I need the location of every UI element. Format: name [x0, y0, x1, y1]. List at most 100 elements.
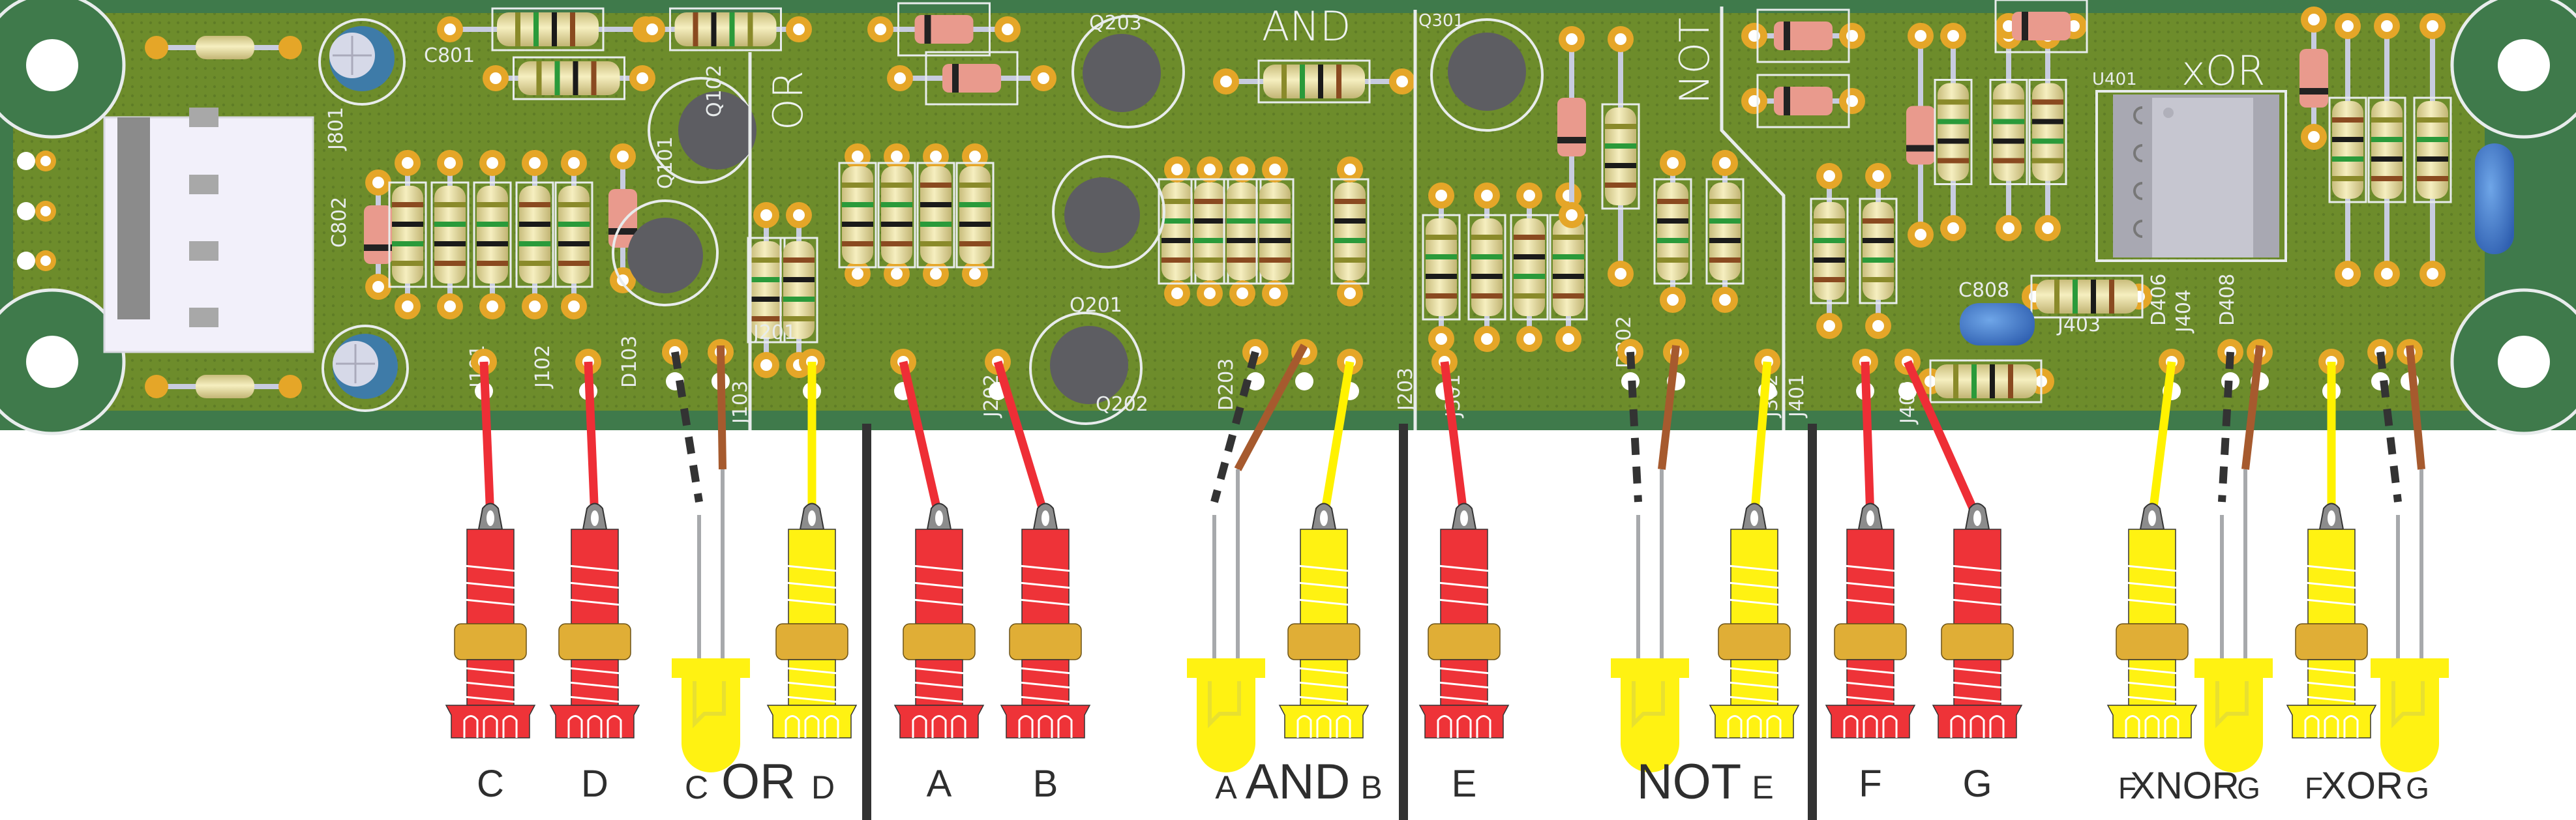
section-title-or: OR [764, 70, 812, 130]
output-jack-f-xnor-g [2106, 503, 2198, 739]
wire-g [1904, 360, 1981, 520]
resistor [838, 143, 877, 287]
refdes-j801: J801 [325, 107, 348, 151]
resistor [483, 56, 655, 100]
led-a-and-b-led [1187, 469, 1265, 772]
resistor [1510, 183, 1549, 352]
diode [867, 2, 1021, 57]
label-and-operand-right: B [1360, 769, 1382, 806]
label-f-xor-g: F XOR G [2305, 765, 2429, 807]
output-jack-a-and-b [1278, 503, 1370, 739]
label-d: D [581, 763, 608, 805]
led-dome [2204, 678, 2263, 772]
refdes-q101: Q101 [654, 136, 677, 189]
label-not-operator: NOT [1637, 754, 1741, 810]
resistor [877, 143, 916, 287]
jack-nut [775, 623, 848, 660]
label-f: F [1859, 763, 1881, 805]
led-anode-wire [2406, 345, 2425, 470]
label-xnor-operator: XNOR [2130, 765, 2239, 807]
section-title-not: NOT [1671, 18, 1718, 104]
refdes-d408: D408 [2216, 274, 2239, 326]
refdes-d406: D406 [2148, 274, 2170, 326]
resistor [1705, 150, 1745, 313]
wire-not-e [1750, 361, 1772, 519]
mounting-hole-bottom-right [2450, 288, 2576, 435]
jack-nut [1718, 623, 1791, 660]
resistor [554, 150, 593, 319]
resistor [1330, 156, 1370, 306]
diode [1557, 26, 1586, 228]
jack-base [1278, 705, 1370, 739]
diode [1741, 74, 1865, 128]
label-xor-operand-right: G [2406, 771, 2429, 805]
led-flange [672, 658, 750, 678]
header-pins [17, 151, 56, 271]
diode [887, 51, 1056, 106]
divider-or-and [862, 424, 871, 820]
wire-d [584, 361, 599, 519]
capacitor-c801-body [318, 18, 406, 106]
led-cathode-wire [2376, 351, 2402, 503]
led-cathode-wire [2218, 351, 2234, 503]
jack-nut [2295, 623, 2368, 660]
input-jack-b [1000, 503, 1091, 739]
resistor [1223, 156, 1262, 306]
label-or-operand-right: D [811, 769, 835, 806]
wire-b [993, 360, 1050, 520]
resistor [1934, 23, 1973, 241]
label-xnor-operand-right: G [2237, 771, 2260, 805]
led-cathode-wire [1210, 351, 1259, 503]
label-b: B [1033, 763, 1058, 805]
jack-nut [558, 623, 631, 660]
diode [2299, 7, 2328, 150]
diode [1994, 0, 2088, 53]
jack-nut [1428, 623, 1501, 660]
led-f-xor-g-led [2371, 469, 2449, 772]
section-title-and: AND [1262, 3, 1351, 50]
terminal-labels: C D C OR D A B A AND B E NOT E F G F XNO… [477, 754, 2429, 810]
resistor [955, 143, 995, 287]
resistor [1601, 26, 1640, 287]
resistor [2413, 13, 2452, 287]
resistor [1989, 23, 2028, 241]
label-xor-operator: XOR [2321, 765, 2403, 807]
transistor-q301 [1430, 18, 1544, 132]
group-dividers [862, 424, 1817, 820]
transistor-q203 [1071, 15, 1185, 128]
jack-base [2286, 705, 2377, 739]
led-flange [2371, 658, 2449, 678]
refdes-d103: D103 [618, 336, 641, 388]
refdes-c808: C808 [1958, 279, 2009, 302]
divider-and-not [1399, 424, 1408, 820]
resistor [1810, 163, 1849, 339]
input-jack-g [1932, 503, 2023, 739]
ic-u401 [2095, 90, 2287, 262]
jack-nut [1287, 623, 1360, 660]
label-c-or-d: C OR D [685, 754, 835, 810]
label-a-and-b: A AND B [1215, 754, 1382, 810]
inductor-bottom [145, 375, 302, 398]
label-not-e: NOT E [1637, 754, 1774, 810]
resistor [1158, 156, 1197, 306]
terminal-parts [445, 469, 2449, 772]
refdes-q203: Q203 [1089, 12, 1142, 35]
refdes-j102: J102 [532, 345, 554, 389]
input-jack-a [893, 503, 985, 739]
section-title-xor: xOR [2181, 47, 2266, 95]
resistor [2022, 274, 2152, 319]
refdes-q201: Q201 [1070, 294, 1122, 317]
input-jack-e [1418, 503, 1510, 739]
jack-nut [903, 623, 976, 660]
resistor [388, 150, 427, 319]
output-jack-f-xor-g [2286, 503, 2377, 739]
led-anode-wire [1658, 345, 1680, 470]
resistor [2328, 13, 2367, 287]
pcb-components [364, 0, 2452, 403]
led-flange [2194, 658, 2273, 678]
refdes-q102: Q102 [703, 65, 726, 117]
led-anode-wire [1234, 344, 1308, 471]
transistor-q201 [1052, 155, 1165, 269]
jack-body [788, 529, 836, 624]
